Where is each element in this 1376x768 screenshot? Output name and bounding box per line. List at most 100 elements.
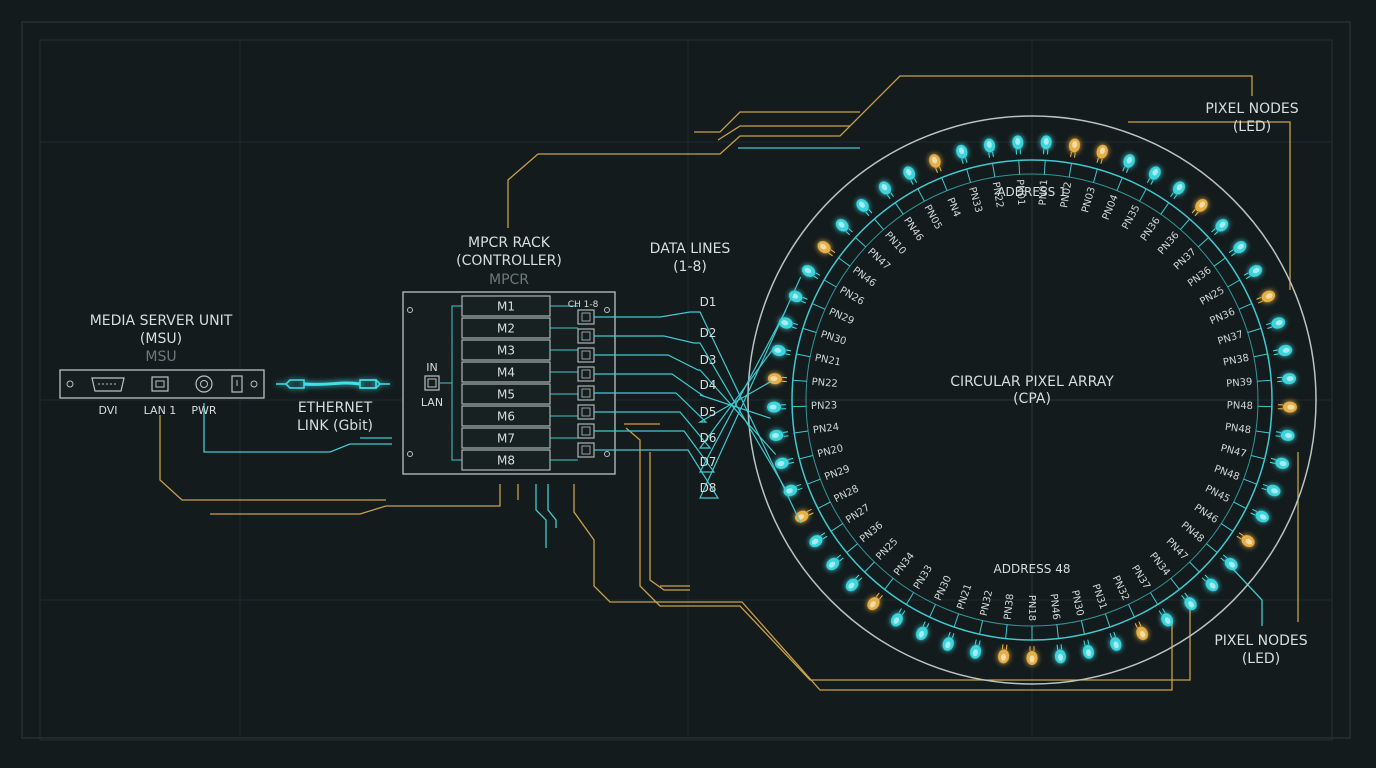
pixel-node-led [1054,644,1066,664]
pixel-node-led [1266,317,1286,329]
cpa-title-line2: (CPA) [1013,391,1051,407]
ethernet-cable [276,379,390,389]
data-line-label-4: D4 [700,378,717,392]
pixel-node-led [903,166,918,185]
pixel-node-led [1277,401,1297,413]
data-line-label-8: D8 [700,481,717,495]
pixel-node-label: PN25 [1198,285,1226,308]
ring-leds [767,135,1297,665]
pixel-node-led [1096,144,1108,164]
pixel-node-led [956,144,968,164]
pixel-node-led [1146,166,1161,185]
pixel-node-led [817,241,836,257]
pixel-node-label: PN46 [850,265,878,289]
pwr-port-label: PWR [191,404,217,417]
data-line-trace [594,310,787,473]
pixel-node-label: PN23 [811,400,838,412]
module-label-3: M3 [497,344,515,358]
module-label-1: M1 [497,300,515,314]
pixel-node-label: PN37 [1216,329,1244,347]
pixel-node-label: PN01 [1038,179,1050,206]
ethernet-label-line2: LINK (Gbit) [296,418,374,434]
pixel-node-led [916,621,930,641]
pixel-nodes-bottom-line1: PIXEL NODES [1214,633,1308,649]
cpa-outer-ring [747,115,1317,685]
pixel-node-led [767,373,788,385]
module-label-5: M5 [497,388,515,402]
pixel-node-label: PN4 [944,196,962,219]
mpcr-title-line2: (CONTROLLER) [456,253,562,269]
data-line-trace [594,345,777,449]
pixel-node-led [1250,508,1269,523]
data-line-label-2: D2 [700,326,717,340]
pixel-node-label: PN02 [1059,181,1074,209]
pixel-node-led [1256,290,1276,304]
pixel-node-led [1026,646,1038,665]
decorative-traces [159,75,1299,691]
pixel-node-label: PN33 [966,186,984,214]
pixel-node-label: PN39 [1226,377,1253,390]
pixel-node-label: PN26 [838,285,866,308]
pixel-node-label: PN36 [858,520,885,545]
pixel-node-led [778,317,798,329]
pixel-node-led [856,199,873,217]
data-line-trace [594,354,777,455]
pixel-node-led [767,401,787,413]
pixel-node-label: PN28 [832,484,860,506]
pixel-node-led [809,532,828,548]
pixel-node-label: PN37 [1172,247,1199,273]
pixel-node-led [867,592,883,611]
pixel-node-led [1243,265,1263,280]
pixel-node-led [826,554,844,571]
pixel-node-label: PN30 [1069,589,1085,617]
pixel-node-led [1181,592,1197,611]
data-line-trace [594,381,771,423]
pixel-node-led [1228,241,1247,257]
pixel-node-label: PN46 [1192,502,1220,526]
power-button-icon [195,375,213,393]
pixel-node-label: PN36 [1208,307,1236,328]
pixel-node-led [983,138,996,158]
pixel-node-led [771,344,792,357]
pixel-node-led [769,429,789,441]
pixel-node-label: PN46 [901,215,925,243]
pixel-node-label: PN48 [1212,464,1240,483]
msu-device [59,369,265,399]
msu-title-line1: MEDIA SERVER UNIT [89,313,233,329]
pixel-node-label: PN47 [1219,443,1247,460]
pixel-node-label: PN22 [990,181,1005,209]
address-bottom-label: ADDRESS 48 [993,562,1071,576]
pixel-node-led [1276,373,1297,385]
pixel-node-led [1275,429,1295,441]
pixel-node-label: PN20 [816,443,844,460]
outer-frame [21,21,1351,739]
pixel-node-led [890,608,906,627]
pixel-node-label: PN21 [956,583,975,611]
data-line-trace [594,335,787,490]
pixel-node-label: PN31 [1090,583,1109,611]
data-line-trace [594,311,802,524]
data-lines-title-line1: DATA LINES [649,241,731,257]
pixel-node-label: PN04 [1101,193,1121,221]
rack-in-label: IN [426,361,438,374]
pixel-node-led [801,265,821,280]
switch-icon [231,375,243,393]
data-line-trace [594,276,802,499]
data-line-label-7: D7 [700,455,717,469]
pixel-node-led [1134,621,1148,641]
inner-frame [39,39,1333,741]
pixel-node-led [878,181,894,200]
pixel-node-label: PN48 [1227,400,1254,412]
pixel-node-label: PN05 [921,203,943,231]
module-label-8: M8 [497,454,515,468]
pixel-node-label: PN01 [1014,179,1026,206]
pixel-nodes-top-line1: PIXEL NODES [1205,101,1299,117]
pixel-node-label: PN37 [1129,563,1152,591]
pixel-node-led [1082,639,1094,659]
pixel-node-label: PN34 [892,551,917,578]
pixel-node-led [1211,219,1229,236]
pixel-node-led [835,219,853,236]
pixel-node-label: PN38 [1003,593,1017,620]
